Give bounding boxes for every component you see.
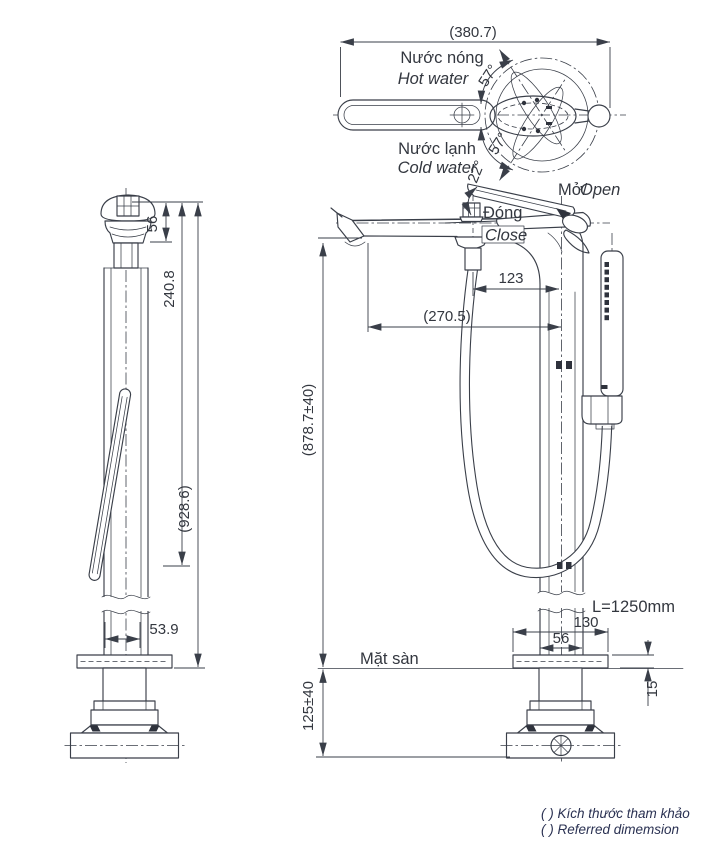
drain-bolt <box>550 734 572 757</box>
hose-length-label: L=1250mm <box>592 598 675 616</box>
footnote-en: ( ) Referred dimemsion <box>541 822 679 837</box>
front-view: 22° Mở/ Open Đóng Close <box>300 158 684 763</box>
dim-270-5: (270.5) <box>423 308 471 325</box>
dim-125-40: 125±40 <box>300 681 317 731</box>
hot-water-label-vi: Nước nóng <box>400 49 483 67</box>
dim-56-side: 56 <box>144 216 161 233</box>
open-label-en: Open <box>580 181 620 199</box>
lever-rod-side <box>88 388 132 581</box>
dim-123: 123 <box>498 270 523 287</box>
cold-water-label-vi: Nước lạnh <box>398 140 476 158</box>
cold-water-label-en: Cold water <box>398 159 478 177</box>
diverter-knob <box>459 202 484 223</box>
floor-label: Mặt sàn <box>360 650 419 668</box>
dim-15: 15 <box>644 681 661 698</box>
plan-view-handle: 57° 57° (380.7) Nước nóng Hot water Nước… <box>333 24 626 181</box>
spout-outlet-tip <box>336 212 365 243</box>
dim-928-6: (928.6) <box>176 485 193 533</box>
footnote: ( ) Kích thước tham khảo ( ) Referred di… <box>541 806 690 837</box>
dim-53-9: 53.9 <box>149 621 178 638</box>
handle-ball-end <box>587 104 611 128</box>
close-label-en: Close <box>485 227 527 245</box>
dim-56-pipe: 56 <box>553 630 570 647</box>
close-label-vi: Đóng <box>483 204 522 222</box>
dim-380: (380.7) <box>449 24 497 41</box>
collar-side <box>104 220 152 244</box>
dim-240-8: 240.8 <box>161 270 178 308</box>
hot-water-label-en: Hot water <box>398 70 470 88</box>
dim-130: 130 <box>573 614 598 631</box>
open-label-vi: Mở/ <box>558 181 588 199</box>
shower-holder <box>581 395 623 430</box>
lever-grip-plan <box>489 95 577 137</box>
footnote-vi: ( ) Kích thước tham khảo <box>541 806 690 821</box>
side-view: 56 240.8 (928.6) 53.9 <box>63 188 205 763</box>
lever-bar-plan <box>337 99 496 131</box>
dim-878-7: (878.7±40) <box>300 384 317 456</box>
